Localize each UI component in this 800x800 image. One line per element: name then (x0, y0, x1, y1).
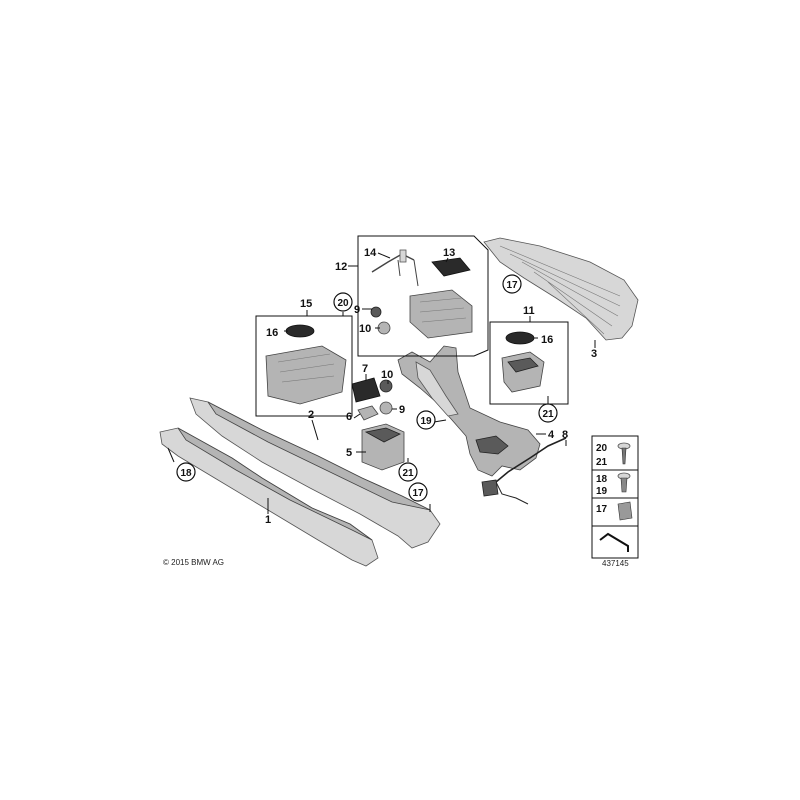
part-5-cup-holder (361, 423, 405, 471)
circled-callout-17-top: 17 (502, 274, 522, 294)
part-15-tray (265, 345, 347, 405)
callout-9-upper: 9 (354, 304, 360, 316)
callout-12: 12 (335, 261, 347, 273)
clip-icon (617, 501, 633, 521)
callout-16-right: 16 (541, 334, 553, 346)
part-1-side-trim (159, 427, 379, 567)
svg-text:17: 17 (412, 488, 424, 499)
svg-text:17: 17 (506, 280, 518, 291)
part-12-assembly (370, 249, 473, 339)
circled-callout-20: 20 (333, 292, 353, 312)
legend-18-label: 18 (596, 474, 608, 485)
box-part-15 (255, 315, 353, 417)
callout-8: 8 (562, 429, 568, 441)
circled-callout-17-bottom: 17 (408, 482, 428, 502)
leader-lines (167, 252, 596, 514)
bracket-icon (599, 532, 629, 552)
part-8-cable (481, 437, 567, 505)
part-11-tray (501, 351, 545, 393)
circled-callout-18: 18 (176, 462, 196, 482)
callout-10-upper: 10 (359, 323, 371, 335)
nut-icon (617, 472, 631, 493)
part-4-center-console (397, 345, 541, 477)
screw-icon (617, 442, 631, 465)
callout-labels: 1 2 3 4 5 6 7 8 9 9 10 10 11 12 13 14 15… (265, 247, 597, 526)
callout-2: 2 (308, 409, 314, 421)
part-15-assembly (265, 324, 347, 405)
legend-19-label: 19 (596, 486, 608, 497)
circled-callouts: 17 17 18 19 20 21 21 (176, 274, 558, 502)
part-3-top-trim (483, 237, 639, 341)
legend-21-label: 21 (596, 457, 608, 468)
callout-4: 4 (548, 429, 555, 441)
part-11-assembly (501, 331, 545, 393)
legend-20-label: 20 (596, 443, 608, 454)
part-6-socket (357, 405, 379, 421)
circled-callout-21-right: 21 (538, 403, 558, 423)
svg-text:19: 19 (420, 416, 432, 427)
circled-callout-19: 19 (416, 410, 436, 430)
callout-15: 15 (300, 298, 312, 310)
callout-16-left: 16 (266, 327, 278, 339)
svg-text:20: 20 (337, 298, 349, 309)
part-16-mat-left (285, 324, 315, 338)
fastener-legend: 20 21 18 19 17 (591, 435, 639, 559)
box-part-11 (489, 321, 569, 405)
callout-11: 11 (523, 305, 535, 317)
legend-17-label: 17 (596, 504, 608, 515)
svg-text:18: 18 (180, 468, 192, 479)
callout-13: 13 (443, 247, 455, 259)
callout-7: 7 (362, 363, 368, 375)
callout-10-center: 10 (381, 369, 393, 381)
diagram-id: 437145 (602, 559, 629, 568)
callout-3: 3 (591, 348, 597, 360)
callout-9-center: 9 (399, 404, 405, 416)
box-part-12 (357, 235, 489, 357)
part-13-cover (431, 257, 471, 277)
part-16-mat-right (505, 331, 535, 345)
callout-14: 14 (364, 247, 377, 259)
callout-5: 5 (346, 447, 352, 459)
svg-text:21: 21 (542, 409, 554, 420)
svg-text:21: 21 (402, 468, 414, 479)
circled-callout-21-center: 21 (398, 462, 418, 482)
part-9-10-sockets-center (379, 379, 393, 415)
callout-6: 6 (346, 411, 352, 423)
callout-1: 1 (265, 514, 271, 526)
copyright-text: © 2015 BMW AG (163, 558, 224, 567)
part-7-switch-block (351, 377, 381, 403)
part-12-module-housing (409, 289, 473, 339)
